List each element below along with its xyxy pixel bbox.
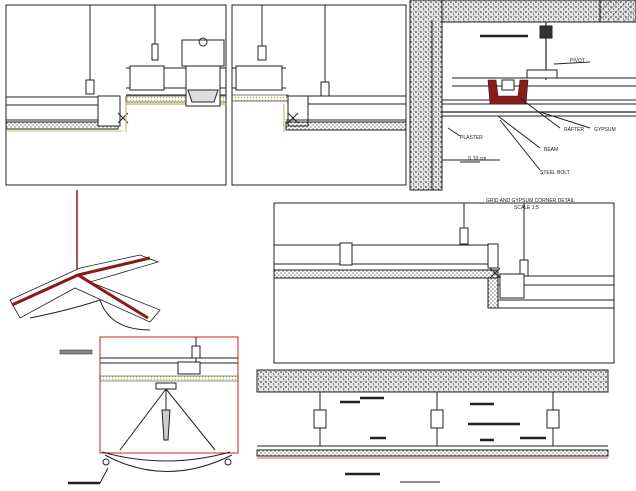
grid-gypsum-corner-detail: GRID AND GYPSUM CORNER DETAIL SCALE 1:5 <box>273 198 615 364</box>
pendant-light-detail <box>68 336 239 485</box>
panel-top-middle-detail <box>231 4 407 186</box>
corner-detail-scale: SCALE 1:5 <box>514 205 539 211</box>
pivot-label: PIVOT <box>570 58 585 64</box>
plaster-label: PLASTER <box>460 135 483 141</box>
corner-detail-title: GRID AND GYPSUM CORNER DETAIL <box>486 198 575 204</box>
rafter-label: RAFTER <box>564 127 584 133</box>
dimension-label: S 10 cm <box>468 156 486 162</box>
suspended-ceiling-section <box>256 369 609 483</box>
steel-bolt-label: STEEL BOLT <box>540 170 570 176</box>
panel-top-right-section: PIVOT RAFTER GYPSUM PLASTER BEAM STEEL B… <box>409 0 636 191</box>
panel-top-left-detail <box>5 4 227 186</box>
gypsum-label: GYPSUM <box>594 127 616 133</box>
isometric-grid-detail <box>9 190 161 355</box>
beam-label: BEAM <box>544 147 558 153</box>
